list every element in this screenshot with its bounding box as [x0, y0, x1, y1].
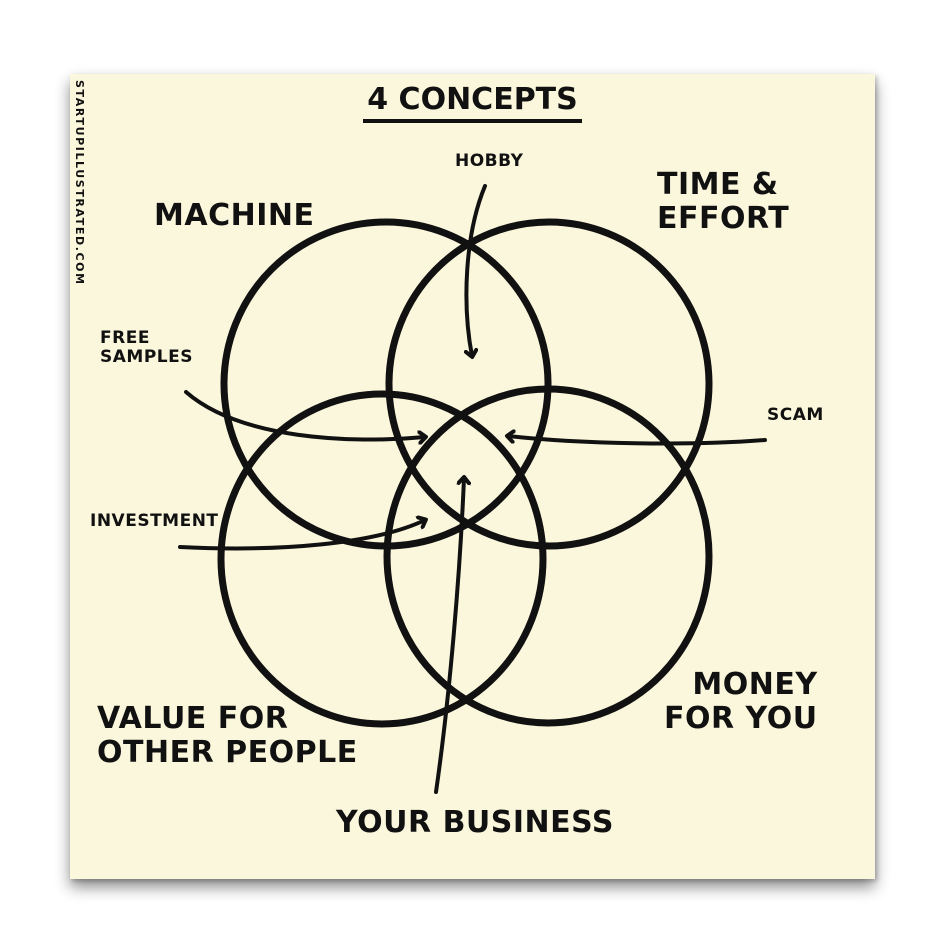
label-money-for-you: MONEY FOR YOU: [664, 667, 818, 736]
arrow-hobby: [466, 184, 487, 356]
label-machine: MACHINE: [154, 198, 315, 233]
circle-money-for-you: [383, 385, 713, 727]
venn-drawing: [178, 184, 767, 794]
circle-time-effort: [385, 218, 713, 550]
circle-value-for-others: [217, 390, 547, 728]
label-free-samples: FREE SAMPLES: [100, 328, 193, 368]
label-value-for-others: VALUE FOR OTHER PEOPLE: [97, 701, 358, 770]
label-investment: INVESTMENT: [90, 511, 219, 531]
diagram-card: 4 CONCEPTS STARTUPILLUSTRATED.COM MACHIN…: [70, 74, 875, 879]
arrow-investment: [178, 520, 425, 551]
arrow-your-business: [434, 478, 464, 794]
diagram-title: 4 CONCEPTS: [70, 82, 875, 123]
label-scam: SCAM: [767, 405, 824, 425]
label-time-effort: TIME & EFFORT: [657, 167, 790, 236]
label-hobby: HOBBY: [455, 151, 524, 171]
arrow-scam: [508, 436, 767, 446]
label-your-business: YOUR BUSINESS: [336, 805, 615, 840]
arrow-free-samples: [184, 390, 425, 440]
